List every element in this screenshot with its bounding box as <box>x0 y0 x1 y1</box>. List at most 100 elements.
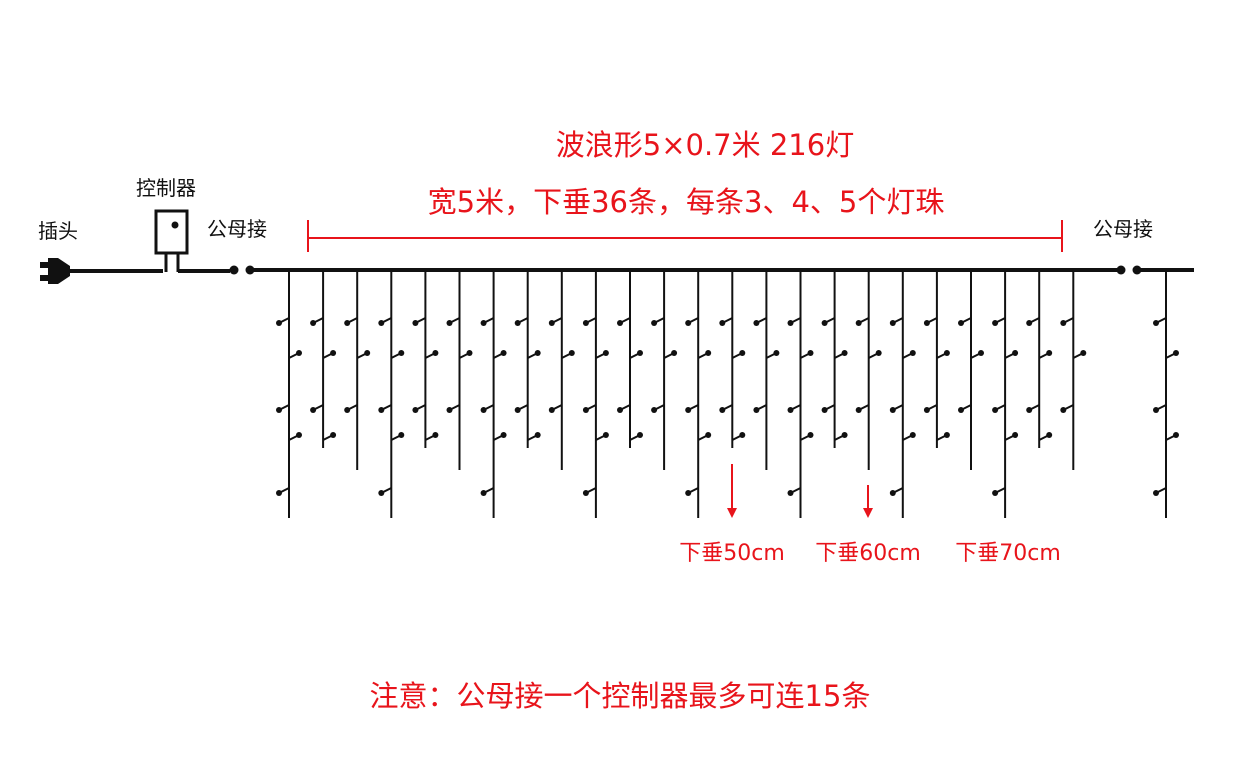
bulb-icon <box>1153 320 1159 326</box>
bulb-icon <box>651 320 658 326</box>
plug-icon <box>40 258 163 284</box>
bulb-icon <box>398 350 405 356</box>
output-cable <box>1116 265 1194 275</box>
bulb-icon <box>582 490 589 496</box>
bulb-icon <box>753 320 760 326</box>
bulb-icon <box>1060 320 1067 326</box>
bulb-icon <box>1153 490 1159 496</box>
diagram-subtitle: 宽5米，下垂36条，每条3、4、5个灯珠 <box>428 185 945 219</box>
bulb-icon <box>568 350 575 356</box>
connector-left-label: 公母接 <box>207 217 267 241</box>
bulb-icon <box>432 432 439 438</box>
bulb-icon <box>500 432 507 438</box>
bulb-icon <box>651 407 658 413</box>
bulb-icon <box>739 432 746 438</box>
bulb-icon <box>1080 350 1087 356</box>
bulb-icon <box>296 350 302 356</box>
bulb-icon <box>909 350 916 356</box>
bulb-icon <box>889 407 896 413</box>
bulb-icon <box>992 320 999 326</box>
bulb-icon <box>923 407 930 413</box>
bulb-icon <box>378 320 385 326</box>
bulb-icon <box>705 350 712 356</box>
bulb-icon <box>534 350 541 356</box>
bulb-icon <box>480 407 487 413</box>
bulb-icon <box>1046 350 1053 356</box>
note-text: 注意：公母接一个控制器最多可连15条 <box>370 679 871 713</box>
plug-label: 插头 <box>38 219 78 243</box>
bulb-icon <box>364 350 371 356</box>
bulb-icon <box>855 320 862 326</box>
bulb-icon <box>889 320 896 326</box>
bulb-icon <box>685 407 692 413</box>
bulb-icon <box>330 432 337 438</box>
bulb-icon <box>909 432 916 438</box>
bulb-icon <box>671 350 678 356</box>
bulb-icon <box>276 320 282 326</box>
bulb-icon <box>582 320 589 326</box>
bulb-icon <box>276 407 282 413</box>
bulb-icon <box>480 490 487 496</box>
bulb-icon <box>412 407 419 413</box>
bulb-icon <box>807 432 814 438</box>
bulb-icon <box>923 320 930 326</box>
bulb-icon <box>330 350 337 356</box>
bulb-icon <box>602 432 609 438</box>
bulb-icon <box>534 432 541 438</box>
bulb-icon <box>446 320 453 326</box>
bulb-icon <box>958 320 964 326</box>
bulb-icon <box>685 320 692 326</box>
bulb-icon <box>719 320 726 326</box>
bulb-icon <box>432 350 439 356</box>
bulb-icon <box>841 432 848 438</box>
bulb-icon <box>1012 432 1019 438</box>
bulb-icon <box>296 432 302 438</box>
bulb-icon <box>514 320 521 326</box>
bulb-icon <box>943 350 950 356</box>
bulb-icon <box>548 320 555 326</box>
bulb-icon <box>466 350 473 356</box>
bulb-icon <box>943 432 950 438</box>
bulb-icon <box>1173 350 1179 356</box>
bulb-icon <box>500 350 507 356</box>
bulb-icon <box>617 320 623 326</box>
bulb-icon <box>1046 432 1053 438</box>
connector-right-label: 公母接 <box>1093 217 1153 241</box>
bulb-icon <box>637 350 643 356</box>
bulb-icon <box>875 350 882 356</box>
bulb-icon <box>378 407 385 413</box>
bulb-icon <box>412 320 419 326</box>
drop-label-50: 下垂50cm <box>679 541 785 566</box>
bulb-icon <box>807 350 814 356</box>
bulb-icon <box>787 320 794 326</box>
bulb-icon <box>446 407 453 413</box>
bulb-icon <box>705 432 712 438</box>
bulb-icon <box>617 407 623 413</box>
bulb-icon <box>753 407 760 413</box>
bulb-icon <box>787 407 794 413</box>
bulb-icon <box>841 350 848 356</box>
bulb-icon <box>685 490 692 496</box>
bulb-icon <box>739 350 746 356</box>
drop-strands <box>276 272 1179 518</box>
controller-label: 控制器 <box>136 176 196 200</box>
bulb-icon <box>344 407 351 413</box>
bulb-icon <box>978 350 984 356</box>
bulb-icon <box>787 490 794 496</box>
bulb-icon <box>821 320 828 326</box>
drop-arrows <box>727 464 873 518</box>
controller-box <box>154 209 189 272</box>
bulb-icon <box>637 432 643 438</box>
bulb-icon <box>310 407 317 413</box>
bulb-icon <box>602 350 609 356</box>
bulb-icon <box>1012 350 1019 356</box>
bulb-icon <box>344 320 351 326</box>
bulb-icon <box>1026 407 1033 413</box>
bulb-icon <box>855 407 862 413</box>
drop-label-60: 下垂60cm <box>815 541 921 566</box>
bulb-icon <box>378 490 385 496</box>
bulb-icon <box>889 490 896 496</box>
drop-label-70: 下垂70cm <box>955 541 1061 566</box>
bulb-icon <box>548 407 555 413</box>
